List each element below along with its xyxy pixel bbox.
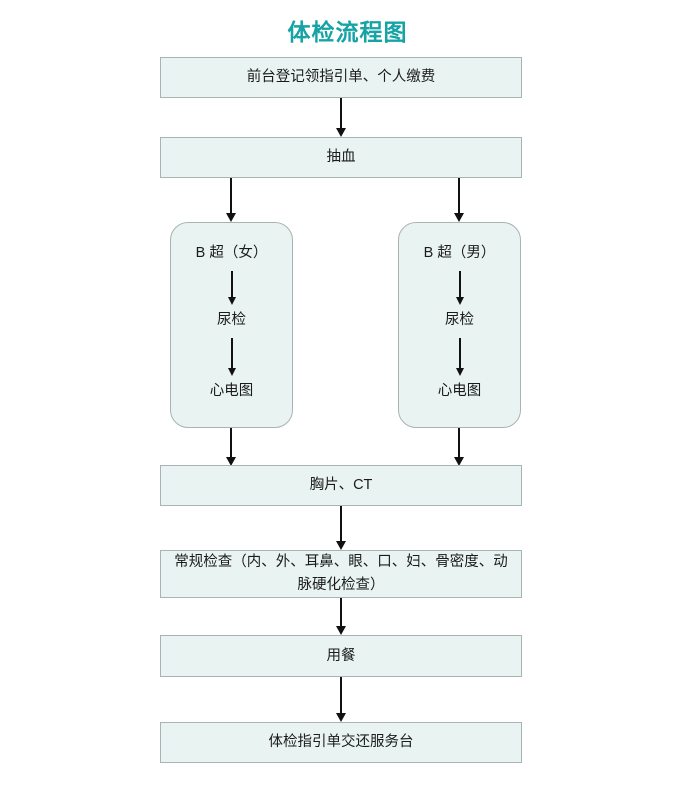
flow-node-return-form[interactable]: 体检指引单交还服务台 <box>160 722 522 763</box>
flow-node-routine-exam[interactable]: 常规检查（内、外、耳鼻、眼、口、妇、骨密度、动脉硬化检查） <box>160 550 522 598</box>
flow-node-return-form-label: 体检指引单交还服务台 <box>268 734 414 750</box>
flow-node-routine-exam-label: 常规检查（内、外、耳鼻、眼、口、妇、骨密度、动脉硬化检查） <box>174 554 508 593</box>
flow-node-meal-label: 用餐 <box>326 647 356 664</box>
flow-branch-female-step-urine: 尿检 <box>217 312 246 328</box>
flow-node-blood-draw[interactable]: 抽血 <box>160 137 522 178</box>
flow-branch-male-step-urine: 尿检 <box>445 312 474 328</box>
flow-branch-male-step-ecg: 心电图 <box>437 383 482 399</box>
flow-node-meal[interactable]: 用餐 <box>160 635 522 677</box>
flow-node-xray-ct-label: 胸片、CT <box>309 477 373 493</box>
flow-branch-male[interactable]: B 超（男） 尿检 心电图 <box>398 222 521 428</box>
flow-branch-female[interactable]: B 超（女） 尿检 心电图 <box>170 222 293 428</box>
flow-branch-female-step-ecg: 心电图 <box>209 383 254 399</box>
flow-branch-male-step-ultrasound: B 超（男） <box>423 245 496 261</box>
flow-node-reception-label: 前台登记领指引单、个人缴费 <box>246 69 436 85</box>
flow-node-blood-draw-label: 抽血 <box>326 149 356 165</box>
flow-node-reception[interactable]: 前台登记领指引单、个人缴费 <box>160 57 522 98</box>
page-title: 体检流程图 <box>287 19 408 45</box>
flow-node-xray-ct[interactable]: 胸片、CT <box>160 465 522 506</box>
flow-branch-female-step-ultrasound: B 超（女） <box>195 245 268 261</box>
